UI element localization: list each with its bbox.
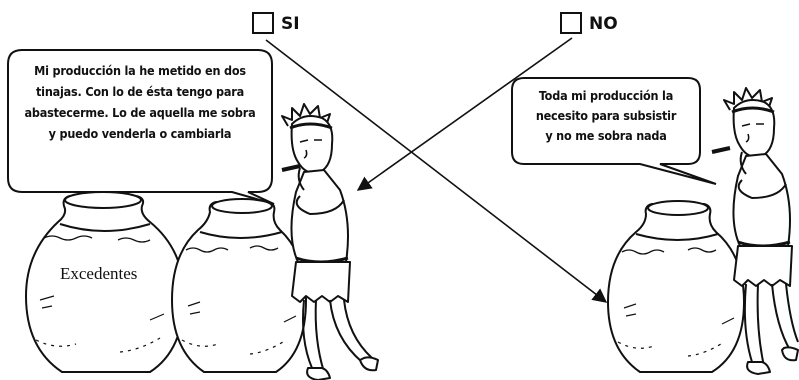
- arrow-no-to-left: [356, 37, 573, 191]
- left-speech-line: y puedo venderla o cambiarla: [48, 126, 232, 141]
- left-speech-line: tinajas. Con lo de ésta tengo para: [35, 84, 244, 99]
- arrow-si-to-right: [265, 39, 608, 303]
- left-speech-line: Mi producción la he metido en dos: [34, 63, 246, 78]
- no-label: NO: [589, 14, 618, 34]
- left-speech-line: abastecerme. Lo de aquella me sobra: [24, 105, 256, 120]
- man-right: [711, 87, 799, 375]
- no-checkbox[interactable]: [560, 12, 582, 34]
- right-speech-line: necesito para subsistir: [535, 108, 677, 123]
- right-speech-bubble: [511, 77, 717, 185]
- subsistence-jar-left: [170, 198, 308, 373]
- right-speech-line: Toda mi producción la: [538, 88, 674, 103]
- si-checkbox[interactable]: [252, 12, 274, 34]
- left-speech-bubble: [7, 49, 275, 205]
- right-speech-line: y no me sobra nada: [545, 128, 667, 143]
- left-speech-text: Mi producción la he metido en dos tinaja…: [14, 60, 266, 144]
- surplus-jar-label: Excedentes: [60, 264, 138, 283]
- subsistence-jar-right: [606, 200, 746, 373]
- surplus-jar: [24, 191, 186, 373]
- si-label: SI: [281, 14, 300, 34]
- right-speech-text: Toda mi producción la necesito para subs…: [516, 86, 696, 146]
- man-left: [281, 103, 379, 380]
